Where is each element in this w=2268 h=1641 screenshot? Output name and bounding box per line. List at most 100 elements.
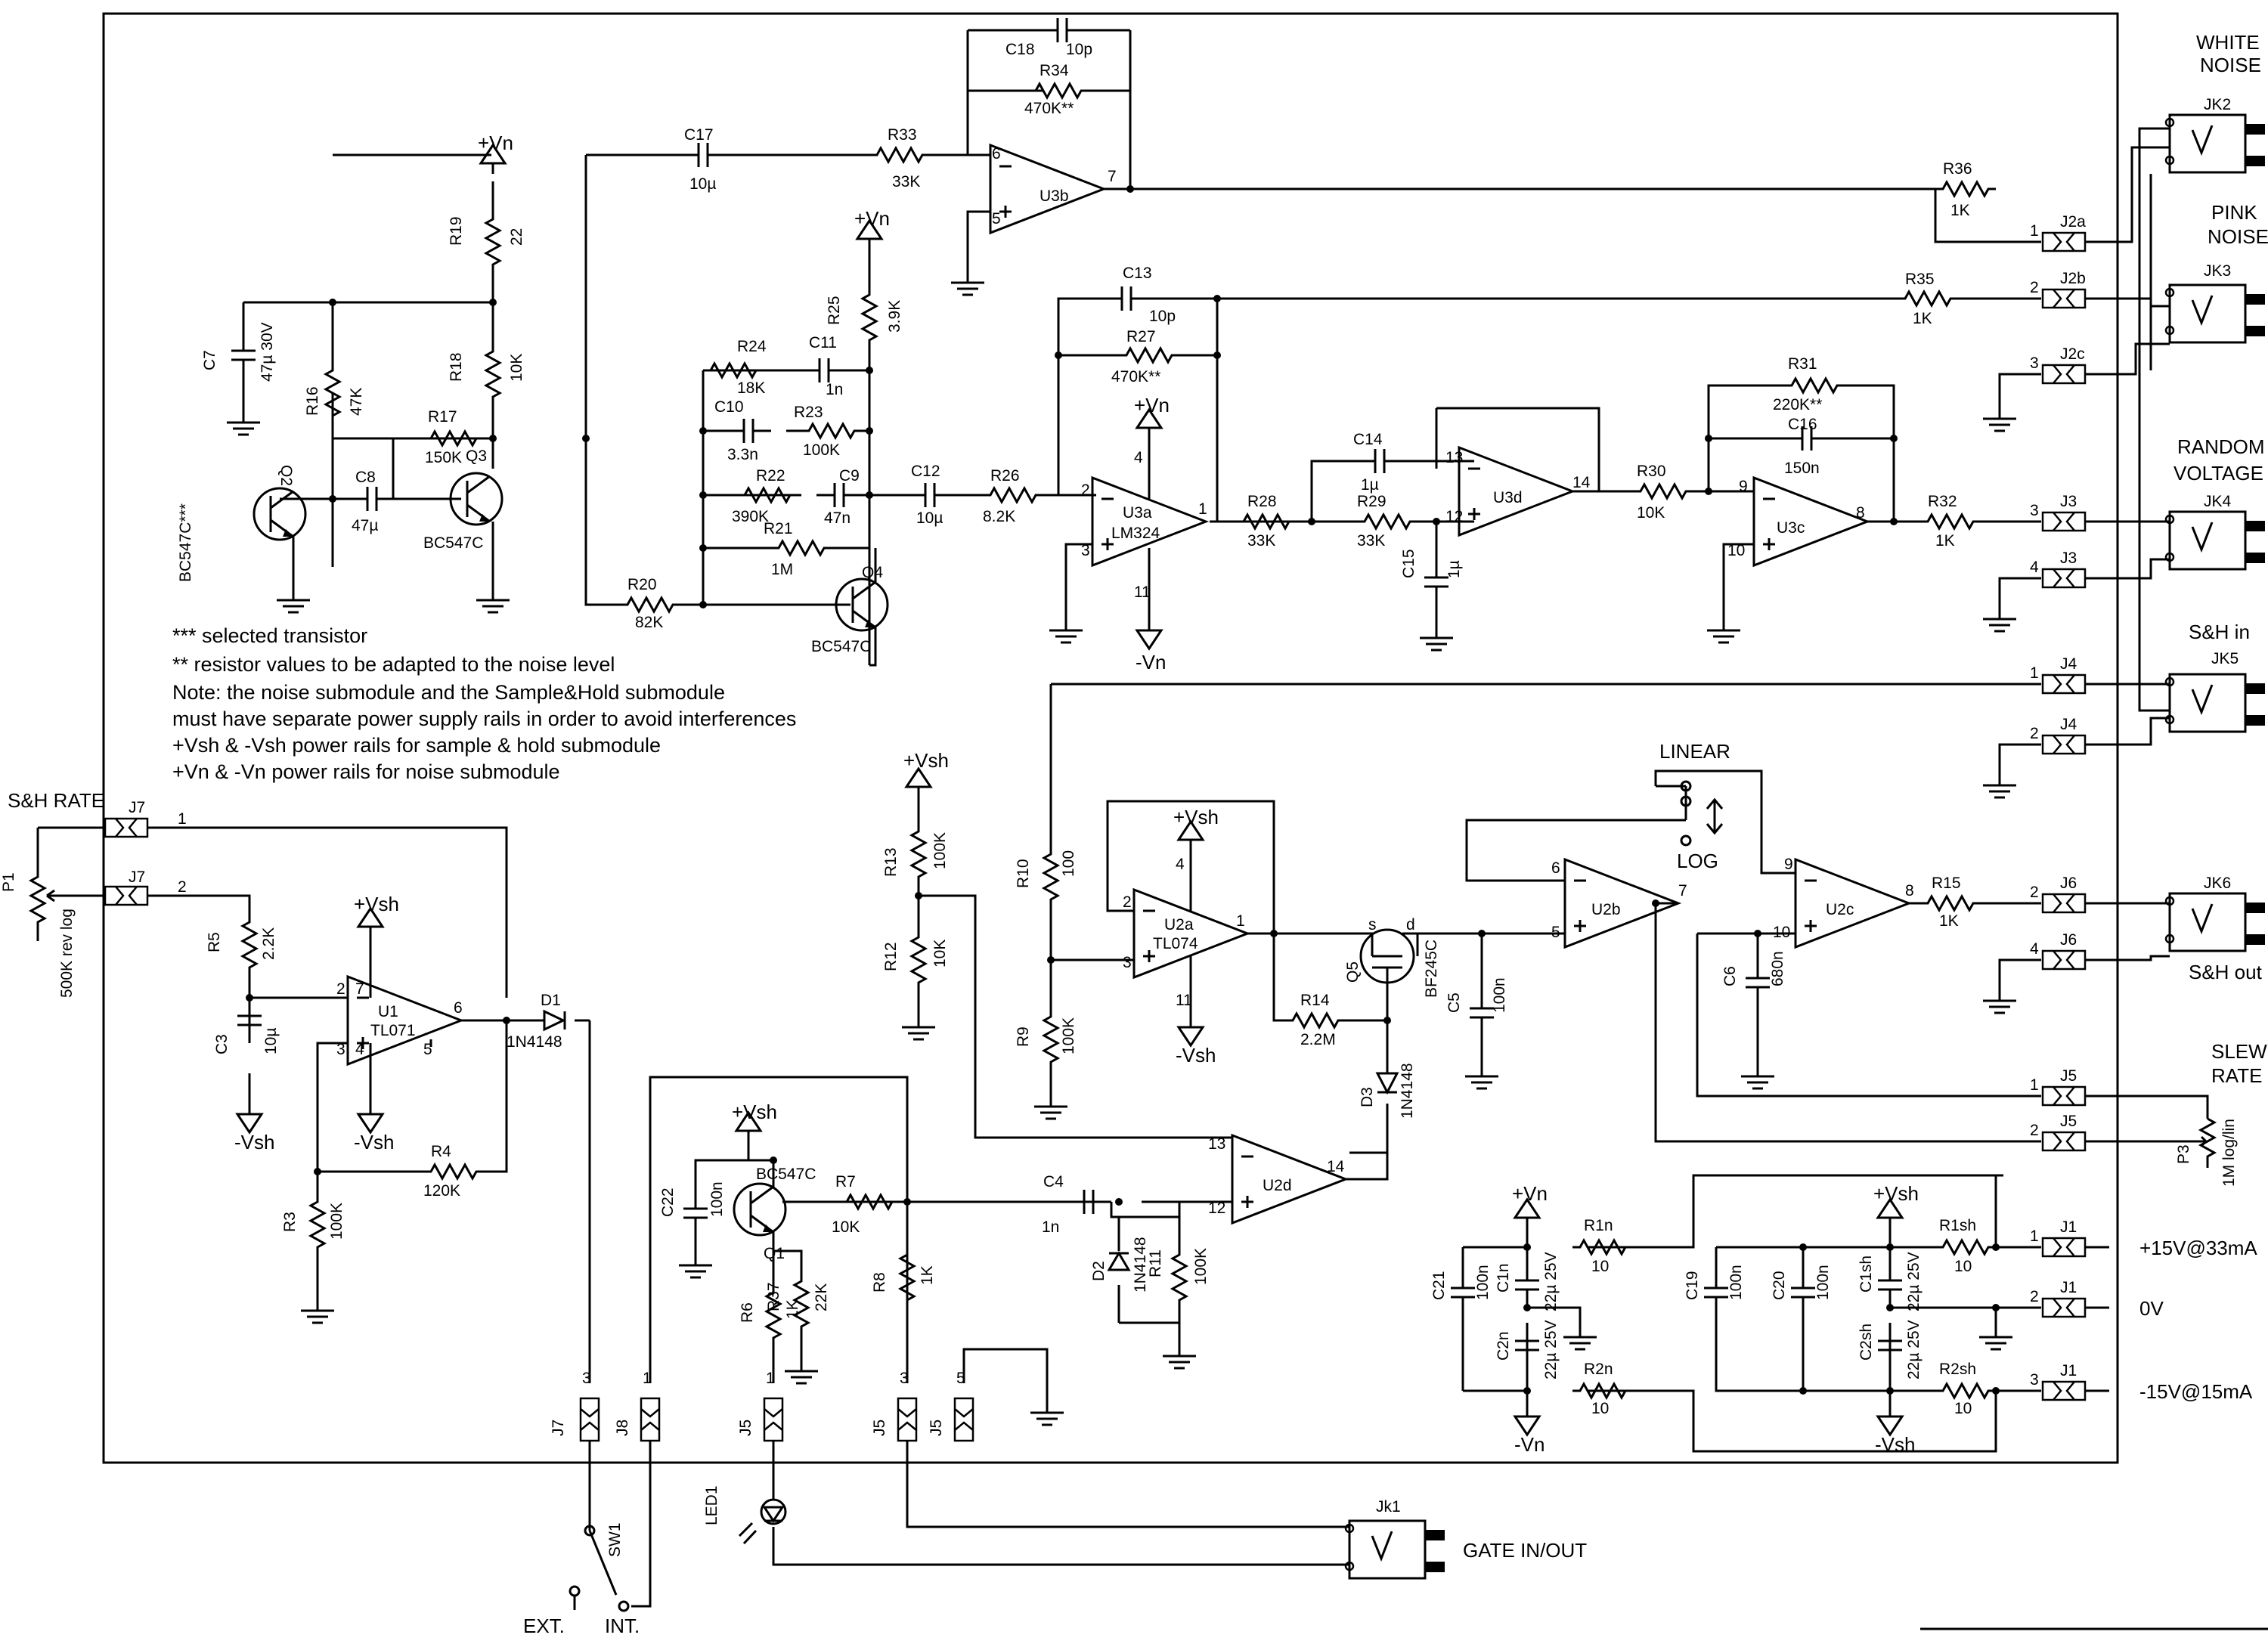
capacitor-c11: [800, 357, 848, 384]
svg-text:4: 4: [1176, 856, 1185, 873]
value-r32: 1K: [1935, 532, 1955, 550]
label-jk5: JK5: [2211, 650, 2239, 667]
value-r36: 1K: [1950, 202, 1970, 219]
value-r19: 22: [508, 228, 525, 246]
svg-text:d: d: [1406, 916, 1415, 934]
capacitor-c21: [1449, 1268, 1476, 1317]
capacitor-c1sh: [1876, 1261, 1904, 1309]
value-c17: 10µ: [689, 175, 716, 193]
pin-j4a: 1: [2030, 664, 2039, 682]
label-d1: D1: [541, 992, 561, 1009]
label-jk6: JK6: [2204, 875, 2231, 892]
svg-text:14: 14: [1327, 1158, 1345, 1175]
note-selected: *** selected transistor: [172, 624, 367, 647]
value-c10: 3.3n: [727, 446, 758, 463]
label-pink: PINK: [2211, 201, 2257, 224]
connector-j5-pin5: [953, 1397, 974, 1442]
rail-label-vn: +Vn: [478, 132, 513, 154]
connector-j1a: [2041, 1237, 2087, 1258]
label-r34: R34: [1040, 62, 1069, 79]
value-r18: 10K: [508, 354, 525, 382]
label-q3: Q3: [466, 447, 487, 465]
svg-text:2: 2: [1123, 893, 1132, 911]
value-r11: 100K: [1192, 1248, 1210, 1285]
label-j7-1: J7: [129, 799, 145, 816]
label-c4: C4: [1043, 1173, 1064, 1190]
resistor-r9: [1043, 1008, 1059, 1071]
svg-text:8: 8: [1905, 882, 1914, 899]
pin-j2c: 3: [2030, 355, 2039, 372]
resistor-r3: [309, 1193, 326, 1256]
label-u3b: U3b: [1040, 187, 1069, 205]
value-r37: 22K: [813, 1283, 830, 1311]
value-r29: 33K: [1357, 532, 1385, 550]
note-resistor: ** resistor values to be adapted to the …: [172, 653, 615, 676]
label-c5: C5: [1445, 992, 1463, 1013]
label-j5a: J5: [2060, 1067, 2077, 1085]
value-r1sh: 10: [1954, 1258, 1972, 1275]
pin-j5-3: 3: [900, 1370, 909, 1387]
value-c1n: 22µ 25V: [1542, 1252, 1560, 1311]
label-r3: R3: [281, 1212, 299, 1232]
label-r6: R6: [739, 1302, 756, 1323]
mvn-rail-symbol-psu: [1514, 1404, 1541, 1436]
resistor-r21: [770, 540, 833, 556]
connector-j4a: [2041, 673, 2087, 695]
connector-j5-pin3: [897, 1397, 918, 1442]
label-r2n: R2n: [1584, 1361, 1613, 1378]
label-j5-1b: J5: [737, 1420, 754, 1436]
label-r13: R13: [882, 847, 900, 877]
svg-text:1: 1: [1236, 912, 1245, 930]
label-int: INT.: [605, 1615, 640, 1637]
svg-text:7: 7: [1108, 168, 1117, 185]
label-r20: R20: [627, 576, 657, 593]
svg-text:9: 9: [1784, 856, 1793, 873]
svg-text:3: 3: [1081, 542, 1090, 559]
label-r10: R10: [1015, 859, 1032, 888]
label-u3a: U3a: [1123, 504, 1152, 522]
label-u2d: U2d: [1263, 1177, 1292, 1194]
label-u2b: U2b: [1591, 901, 1621, 918]
label-random-voltage: VOLTAGE: [2174, 462, 2263, 485]
note-line-3: +Vsh & -Vsh power rails for sample & hol…: [172, 734, 661, 757]
rail-label-vsh-psu: +Vsh: [1873, 1182, 1919, 1205]
label-c16: C16: [1788, 416, 1817, 433]
label-r16: R16: [304, 386, 321, 416]
pink-noise-filter: +Vn R25 3.9K C11 1n R24 18K C10 3.3n R23…: [584, 207, 2041, 673]
svg-text:s: s: [1368, 916, 1377, 934]
label-slew-rate: RATE: [2211, 1064, 2262, 1087]
value-c22: 100n: [708, 1181, 726, 1217]
label-r1sh: R1sh: [1939, 1217, 1976, 1234]
value-r10: 100: [1060, 850, 1077, 877]
rail-label-vsh: +Vsh: [903, 749, 949, 772]
connector-j2c: [2041, 364, 2087, 385]
label-j6b: J6: [2060, 931, 2077, 949]
capacitor-c6: [1744, 958, 1771, 1007]
label-sh-out: S&H out: [2189, 961, 2263, 983]
pin-j4b: 2: [2030, 725, 2039, 742]
value-c21: 100n: [1474, 1265, 1492, 1300]
label-0v: 0V: [2139, 1297, 2164, 1320]
label-c18: C18: [1005, 41, 1035, 58]
pin-j3a: 3: [2030, 502, 2039, 519]
label-c10: C10: [714, 398, 744, 416]
jack-jk6: [2164, 892, 2266, 952]
label-r19: R19: [448, 216, 465, 246]
label-u3c: U3c: [1777, 519, 1805, 537]
label-p1: P1: [0, 872, 17, 892]
value-c9: 47n: [824, 509, 850, 527]
value-r15: 1K: [1939, 912, 1959, 930]
connector-j6a: [2041, 893, 2087, 914]
vsh-rail-symbol: [905, 767, 932, 799]
label-j7-2: J7: [129, 868, 145, 886]
label-sh-in: S&H in: [2189, 621, 2250, 643]
label-jk3: JK3: [2204, 262, 2231, 280]
value-r26: 8.2K: [983, 508, 1015, 525]
pin-j2a: 1: [2030, 222, 2039, 240]
label-j5b: J5: [2060, 1113, 2077, 1130]
label-r9: R9: [1015, 1026, 1032, 1047]
pin-j5-5: 5: [956, 1370, 965, 1387]
value-c20: 100n: [1814, 1265, 1832, 1300]
value-r2sh: 10: [1954, 1400, 1972, 1417]
